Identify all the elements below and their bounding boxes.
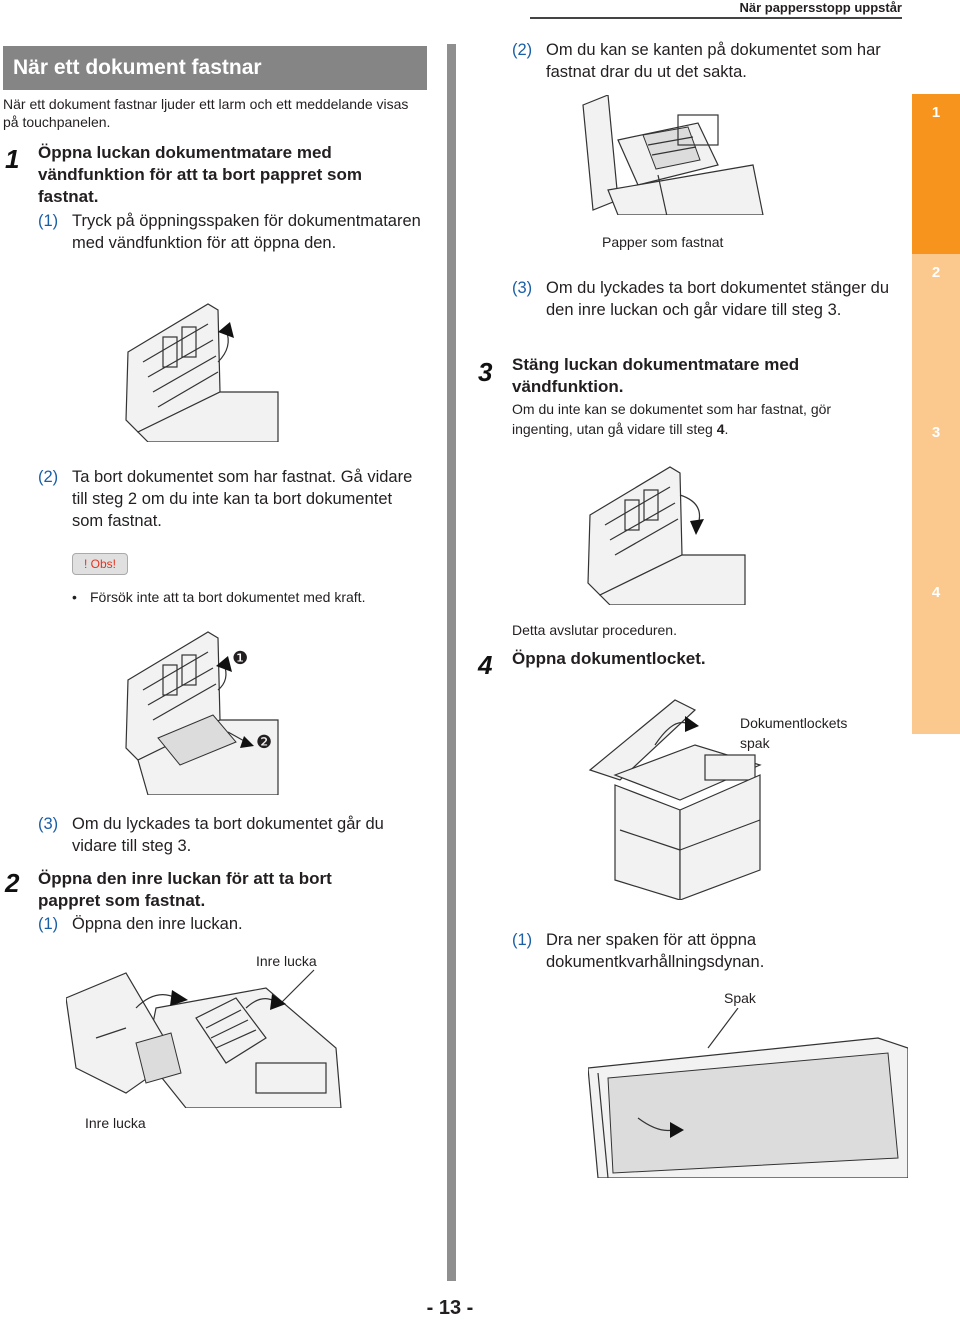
- adf-open-illustration: [125, 303, 279, 442]
- column-divider: [447, 44, 456, 1281]
- chapter-tab-4-bg: [912, 574, 960, 734]
- running-header: När pappersstopp uppstår: [739, 0, 902, 15]
- chapter-tab-3: 3: [912, 414, 960, 574]
- section-title: När ett dokument fastnar: [3, 46, 427, 90]
- step-2-title: Öppna den inre luckan för att ta bort pa…: [38, 869, 332, 910]
- step-4-number: 4: [478, 650, 493, 680]
- remove-document-illustration: [125, 631, 279, 795]
- chapter-tab-2: 2: [912, 254, 960, 414]
- step-1-sub-2-text: Ta bort dokumentet som har fastnat. Gå v…: [72, 468, 413, 530]
- callout-2: ❷: [256, 732, 273, 752]
- header-rule: [530, 17, 902, 19]
- step-2-sub-2-text: Om du kan se kanten på dokumentet som ha…: [546, 41, 881, 81]
- label-papper-som-fastnat: Papper som fastnat: [602, 234, 724, 250]
- step-1-title: Öppna luckan dokumentmatare med vändfunk…: [38, 143, 362, 206]
- step-2-sub-3-number: (3): [512, 279, 533, 297]
- step-3-body: Om du inte kan se dokumentet som har fas…: [512, 401, 832, 437]
- adf-close-illustration: [587, 466, 746, 605]
- section-intro: När ett dokument fastnar ljuder ett larm…: [3, 96, 409, 130]
- label-dokumentlockets-spak: Dokumentlockets spak: [740, 715, 848, 751]
- step-1-sub-3-number: (3): [38, 815, 59, 833]
- chapter-tab-3-bg: [912, 414, 960, 574]
- step-2-number: 2: [5, 868, 20, 898]
- label-spak: Spak: [724, 990, 756, 1006]
- step-2-sub-1-text: Öppna den inre luckan.: [72, 915, 243, 933]
- jammed-paper-illustration: [582, 95, 764, 215]
- step-4-sub-1-number: (1): [512, 931, 533, 949]
- note-bullet: •: [72, 589, 77, 605]
- step-2-sub-1-number: (1): [38, 915, 59, 933]
- callout-1: ❶: [232, 648, 249, 668]
- chapter-tab-4-label: 4: [931, 584, 941, 601]
- step-1-sub-1-number: (1): [38, 212, 59, 230]
- step-3-body-ref: 4: [716, 421, 725, 437]
- step-1-number: 1: [5, 144, 20, 174]
- step-2-sub-2-number: (2): [512, 41, 533, 59]
- chapter-tab-2-bg: [912, 254, 960, 414]
- step-3-done: Detta avslutar proceduren.: [512, 622, 677, 638]
- chapter-tab-1: 1: [912, 94, 960, 254]
- chapter-tab-1-label: 1: [931, 104, 941, 121]
- chapter-tab-2-label: 2: [931, 264, 941, 281]
- note-text: Försök inte att ta bort dokumentet med k…: [90, 589, 366, 605]
- page-number: - 13 -: [426, 1297, 474, 1319]
- chapter-tab-3-label: 3: [931, 424, 941, 441]
- label-inre-lucka-bottom: Inre lucka: [85, 1115, 146, 1131]
- note-badge: ! Obs!: [72, 553, 128, 575]
- step-2-sub-3-text: Om du lyckades ta bort dokumentet stänge…: [546, 279, 890, 319]
- chapter-tab-1-bg: [912, 94, 960, 254]
- step-1-sub-3-text: Om du lyckades ta bort dokumentet går du…: [72, 815, 384, 855]
- inner-cover-illustration: [66, 969, 342, 1108]
- step-3-number: 3: [478, 357, 493, 387]
- lever-illustration: [588, 1008, 908, 1178]
- step-1-sub-1-text: Tryck på öppningsspaken för dokumentmata…: [72, 212, 421, 252]
- chapter-tab-4: 4: [912, 574, 960, 734]
- step-3-title: Stäng luckan dokumentmatare med vändfunk…: [512, 355, 800, 396]
- step-4-sub-1-text: Dra ner spaken för att öppna dokumentkva…: [546, 931, 765, 971]
- label-inre-lucka-top: Inre lucka: [256, 953, 317, 969]
- step-1-sub-2-number: (2): [38, 468, 59, 486]
- step-4-title: Öppna dokumentlocket.: [512, 649, 706, 668]
- mfp-open-cover-illustration: [588, 699, 762, 900]
